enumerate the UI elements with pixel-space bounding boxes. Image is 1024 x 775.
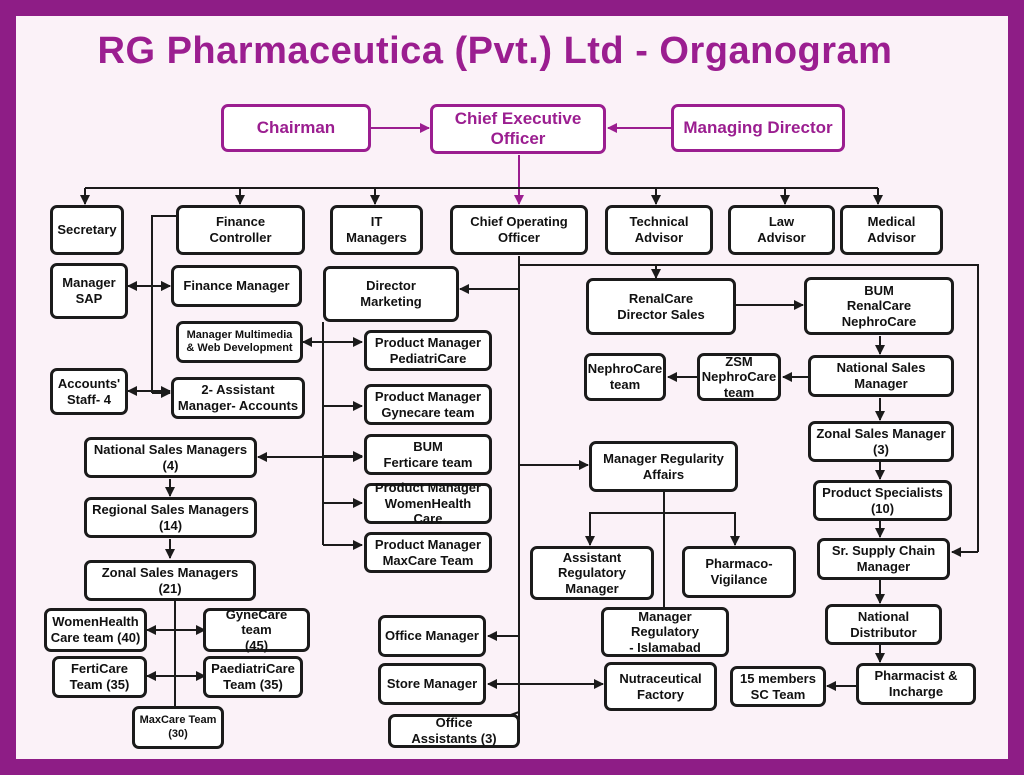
pm-pediatricare-box: Product Manager PediatriCare — [364, 330, 492, 371]
technical-advisor-box: Technical Advisor — [605, 205, 713, 255]
nutraceutical-factory-box: Nutraceutical Factory — [604, 662, 717, 711]
pm-gynecare-box: Product Manager Gynecare team — [364, 384, 492, 425]
ceo-box: Chief Executive Officer — [430, 104, 606, 154]
pm-maxcare-box: Product Manager MaxCare Team — [364, 532, 492, 573]
office-manager-box: Office Manager — [378, 615, 486, 657]
sc-team-box: 15 members SC Team — [730, 666, 826, 707]
manager-regulatory-box: Manager Regularity Affairs — [589, 441, 738, 492]
page-title: RG Pharmaceutica (Pvt.) Ltd - Organogram — [97, 30, 893, 72]
manager-sap-box: Manager SAP — [50, 263, 128, 319]
maxcare-team-box: MaxCare Team (30) — [132, 706, 224, 749]
it-managers-box: IT Managers — [330, 205, 423, 255]
paediatricare-team-box: PaediatriCare Team (35) — [203, 656, 303, 698]
gynecare-team-box: GyneCare team (45) — [203, 607, 310, 653]
zsm-nephrocare-box: ZSM NephroCare team — [697, 353, 781, 401]
pharmacovigilance-box: Pharmaco- Vigilance — [682, 546, 796, 598]
supply-chain-manager-box: Sr. Supply Chain Manager — [817, 538, 950, 580]
national-sales-manager-right-box: National Sales Manager — [808, 355, 954, 397]
finance-controller-box: Finance Controller — [176, 205, 305, 255]
pm-womenhealth-box: Product Manager WomenHealth Care — [364, 480, 492, 526]
renalcare-director-box: RenalCare Director Sales — [586, 278, 736, 335]
zonal-sales-manager-right-box: Zonal Sales Manager (3) — [808, 421, 954, 462]
bum-ferticare-box: BUM Ferticare team — [364, 434, 492, 475]
manager-multimedia-box: Manager Multimedia & Web Development — [176, 321, 303, 363]
finance-manager-box: Finance Manager — [171, 265, 302, 307]
chairman-box: Chairman — [221, 104, 371, 152]
coo-box: Chief Operating Officer — [450, 205, 588, 255]
nephrocare-team-box: NephroCare team — [584, 353, 666, 401]
office-assistants-box: Office Assistants (3) — [388, 714, 520, 748]
zonal-sales-managers-box: Zonal Sales Managers (21) — [84, 560, 256, 601]
regional-sales-managers-box: Regional Sales Managers (14) — [84, 497, 257, 538]
bum-renalcare-box: BUM RenalCare NephroCare — [804, 277, 954, 335]
law-advisor-box: Law Advisor — [728, 205, 835, 255]
director-marketing-box: Director Marketing — [323, 266, 459, 322]
product-specialists-box: Product Specialists (10) — [813, 480, 952, 521]
accounts-staff-box: Accounts' Staff- 4 — [50, 368, 128, 415]
secretary-box: Secretary — [50, 205, 124, 255]
managing-director-box: Managing Director — [671, 104, 845, 152]
ferticare-team-box: FertiCare Team (35) — [52, 656, 147, 698]
assistant-regulatory-box: Assistant Regulatory Manager — [530, 546, 654, 600]
medical-advisor-box: Medical Advisor — [840, 205, 943, 255]
womenhealth-team-box: WomenHealth Care team (40) — [44, 608, 147, 652]
store-manager-box: Store Manager — [378, 663, 486, 705]
assistant-manager-accounts-box: 2- Assistant Manager- Accounts — [171, 377, 305, 419]
manager-regulatory-islamabad-box: Manager Regulatory - Islamabad — [601, 607, 729, 657]
national-sales-managers-box: National Sales Managers (4) — [84, 437, 257, 478]
national-distributor-box: National Distributor — [825, 604, 942, 645]
pharmacist-box: Pharmacist & Incharge — [856, 663, 976, 705]
